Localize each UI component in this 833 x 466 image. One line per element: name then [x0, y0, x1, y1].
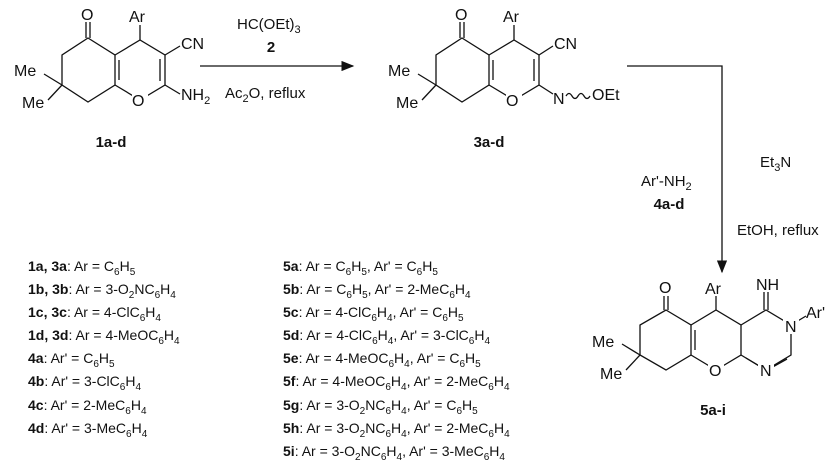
- reagent-solvent: EtOH, reflux: [737, 222, 819, 239]
- substituent-definition: : Ar = 4-ClC6H4, Ar' = C6H5: [298, 304, 464, 324]
- substituent-definition: : Ar = 3-O2NC6H4, Ar' = 3-MeC6H4: [294, 442, 505, 463]
- substituent-definition: : Ar = 4-ClC6H4: [66, 304, 161, 324]
- compound-id: 5b: [283, 281, 300, 298]
- substituent-definition: : Ar = 4-MeOC6H4: [68, 327, 180, 348]
- reagent-amine: Ar'-NH2: [641, 173, 692, 193]
- ketone-o-3: O: [455, 7, 467, 24]
- definition-right-1: 5b: Ar = C6H5, Ar' = 2-MeC6H4: [283, 281, 510, 304]
- definition-right-4: 5e: Ar = 4-MeOC6H4, Ar' = C6H5: [283, 350, 510, 373]
- compound-label-3: 3a-d: [474, 134, 505, 151]
- definition-right-8: 5i: Ar = 3-O2NC6H4, Ar' = 3-MeC6H4: [283, 443, 510, 466]
- ring-o-3: O: [506, 93, 518, 110]
- ar-prime-label-5: Ar': [806, 305, 825, 322]
- reagent-label-4: 4a-d: [654, 196, 685, 213]
- substituent-definition: : Ar' = 2-MeC6H4: [43, 396, 147, 417]
- ketone-o-1: O: [81, 7, 93, 24]
- ring-o-1: O: [132, 93, 144, 110]
- compound-id: 1c, 3c: [28, 304, 67, 321]
- methyl-label-5b: Me: [600, 366, 622, 383]
- definition-left-0: 1a, 3a: Ar = C6H5: [28, 258, 180, 281]
- ring-n-1-5: N: [760, 363, 772, 380]
- ar-label-5: Ar: [705, 281, 722, 298]
- ar-label-1: Ar: [129, 9, 146, 26]
- compound-id: 1a, 3a: [28, 258, 67, 274]
- definition-left-7: 4d: Ar' = 3-MeC6H4: [28, 420, 180, 443]
- compound-id: 1d, 3d: [28, 327, 69, 344]
- nh2-label-1: NH2: [181, 87, 210, 107]
- definition-right-3: 5d: Ar = 4-ClC6H4, Ar' = 3-ClC6H4: [283, 327, 510, 350]
- definition-right-2: 5c: Ar = 4-ClC6H4, Ar' = C6H5: [283, 304, 510, 327]
- definition-left-5: 4b: Ar' = 3-ClC6H4: [28, 373, 180, 396]
- reagent-acetic-anhydride: Ac2O, reflux: [225, 85, 306, 105]
- definition-left-2: 1c, 3c: Ar = 4-ClC6H4: [28, 304, 180, 327]
- substituent-definition: : Ar = C6H5, Ar' = C6H5: [298, 258, 438, 278]
- compound-id: 5f: [283, 373, 296, 390]
- reaction-scheme: O Ar CN O NH2 Me Me 1a-d HC(OEt)3 2 Ac2O…: [14, 7, 825, 419]
- compound-label-5: 5a-i: [700, 402, 726, 419]
- definition-left-6: 4c: Ar' = 2-MeC6H4: [28, 397, 180, 420]
- definition-left-4: 4a: Ar' = C6H5: [28, 350, 180, 373]
- substituent-definition: : Ar = C6H5: [66, 258, 136, 278]
- methyl-label-5a: Me: [592, 334, 614, 351]
- compound-id: 5d: [283, 327, 300, 344]
- substituent-definition: : Ar = 3-O2NC6H4, Ar' = 2-MeC6H4: [299, 419, 510, 440]
- substituent-definition: : Ar' = 3-ClC6H4: [44, 373, 142, 394]
- substituent-definition: : Ar = C6H5, Ar' = 2-MeC6H4: [299, 281, 471, 301]
- oet-label-3: OEt: [592, 87, 620, 104]
- compound-id: 1b, 3b: [28, 281, 69, 298]
- substituent-definition: : Ar = 4-ClC6H4, Ar' = 3-ClC6H4: [299, 327, 491, 348]
- definition-right-7: 5h: Ar = 3-O2NC6H4, Ar' = 2-MeC6H4: [283, 420, 510, 443]
- compound-id: 5i: [283, 442, 295, 459]
- definition-left-1: 1b, 3b: Ar = 3-O2NC6H4: [28, 281, 180, 304]
- cn-label-3: CN: [554, 36, 577, 53]
- methyl-label-3b: Me: [396, 95, 418, 112]
- compound-id: 4a: [28, 350, 44, 367]
- substituent-definition: : Ar = 3-O2NC6H4: [68, 281, 176, 301]
- substituent-definition: : Ar = 4-MeOC6H4, Ar' = 2-MeC6H4: [295, 373, 510, 394]
- substituent-definition: : Ar = 3-O2NC6H4, Ar' = C6H5: [299, 396, 478, 417]
- methyl-label-1a: Me: [14, 63, 36, 80]
- structure-3: [417, 22, 591, 103]
- compound-id: 4b: [28, 373, 45, 390]
- substituent-definition: : Ar = 4-MeOC6H4, Ar' = C6H5: [298, 350, 481, 371]
- ar-label-3: Ar: [503, 9, 520, 26]
- structure-1: [43, 22, 181, 103]
- imine-nh-5: NH: [756, 277, 779, 294]
- compound-id: 5g: [283, 396, 300, 413]
- compound-id: 5c: [283, 304, 299, 321]
- compound-id: 4d: [28, 419, 45, 436]
- definition-right-0: 5a: Ar = C6H5, Ar' = C6H5: [283, 258, 510, 281]
- compound-id: 5h: [283, 419, 300, 436]
- compound-label-1: 1a-d: [96, 134, 127, 151]
- ring-n-3-5: N: [785, 319, 797, 336]
- structure-5: [621, 292, 807, 371]
- compound-id: 5e: [283, 350, 299, 367]
- reaction-arrow-2: [627, 65, 728, 274]
- reagent-triethylamine: Et3N: [760, 154, 791, 174]
- definition-left-3: 1d, 3d: Ar = 4-MeOC6H4: [28, 327, 180, 350]
- definition-right-5: 5f: Ar = 4-MeOC6H4, Ar' = 2-MeC6H4: [283, 373, 510, 396]
- ketone-o-5: O: [659, 280, 671, 297]
- substituent-definition: : Ar' = 3-MeC6H4: [44, 419, 148, 440]
- reagent-triethyl-orthoformate: HC(OEt)3: [237, 16, 301, 36]
- substituent-definition: : Ar' = C6H5: [43, 350, 115, 371]
- methyl-label-1b: Me: [22, 95, 44, 112]
- imine-n-3: N: [553, 91, 565, 108]
- definition-right-6: 5g: Ar = 3-O2NC6H4, Ar' = C6H5: [283, 397, 510, 420]
- ring-o-5: O: [709, 363, 721, 380]
- compound-id: 5a: [283, 258, 299, 274]
- methyl-label-3a: Me: [388, 63, 410, 80]
- cn-label-1: CN: [181, 36, 204, 53]
- compound-id: 4c: [28, 396, 44, 413]
- reagent-label-2: 2: [267, 39, 275, 56]
